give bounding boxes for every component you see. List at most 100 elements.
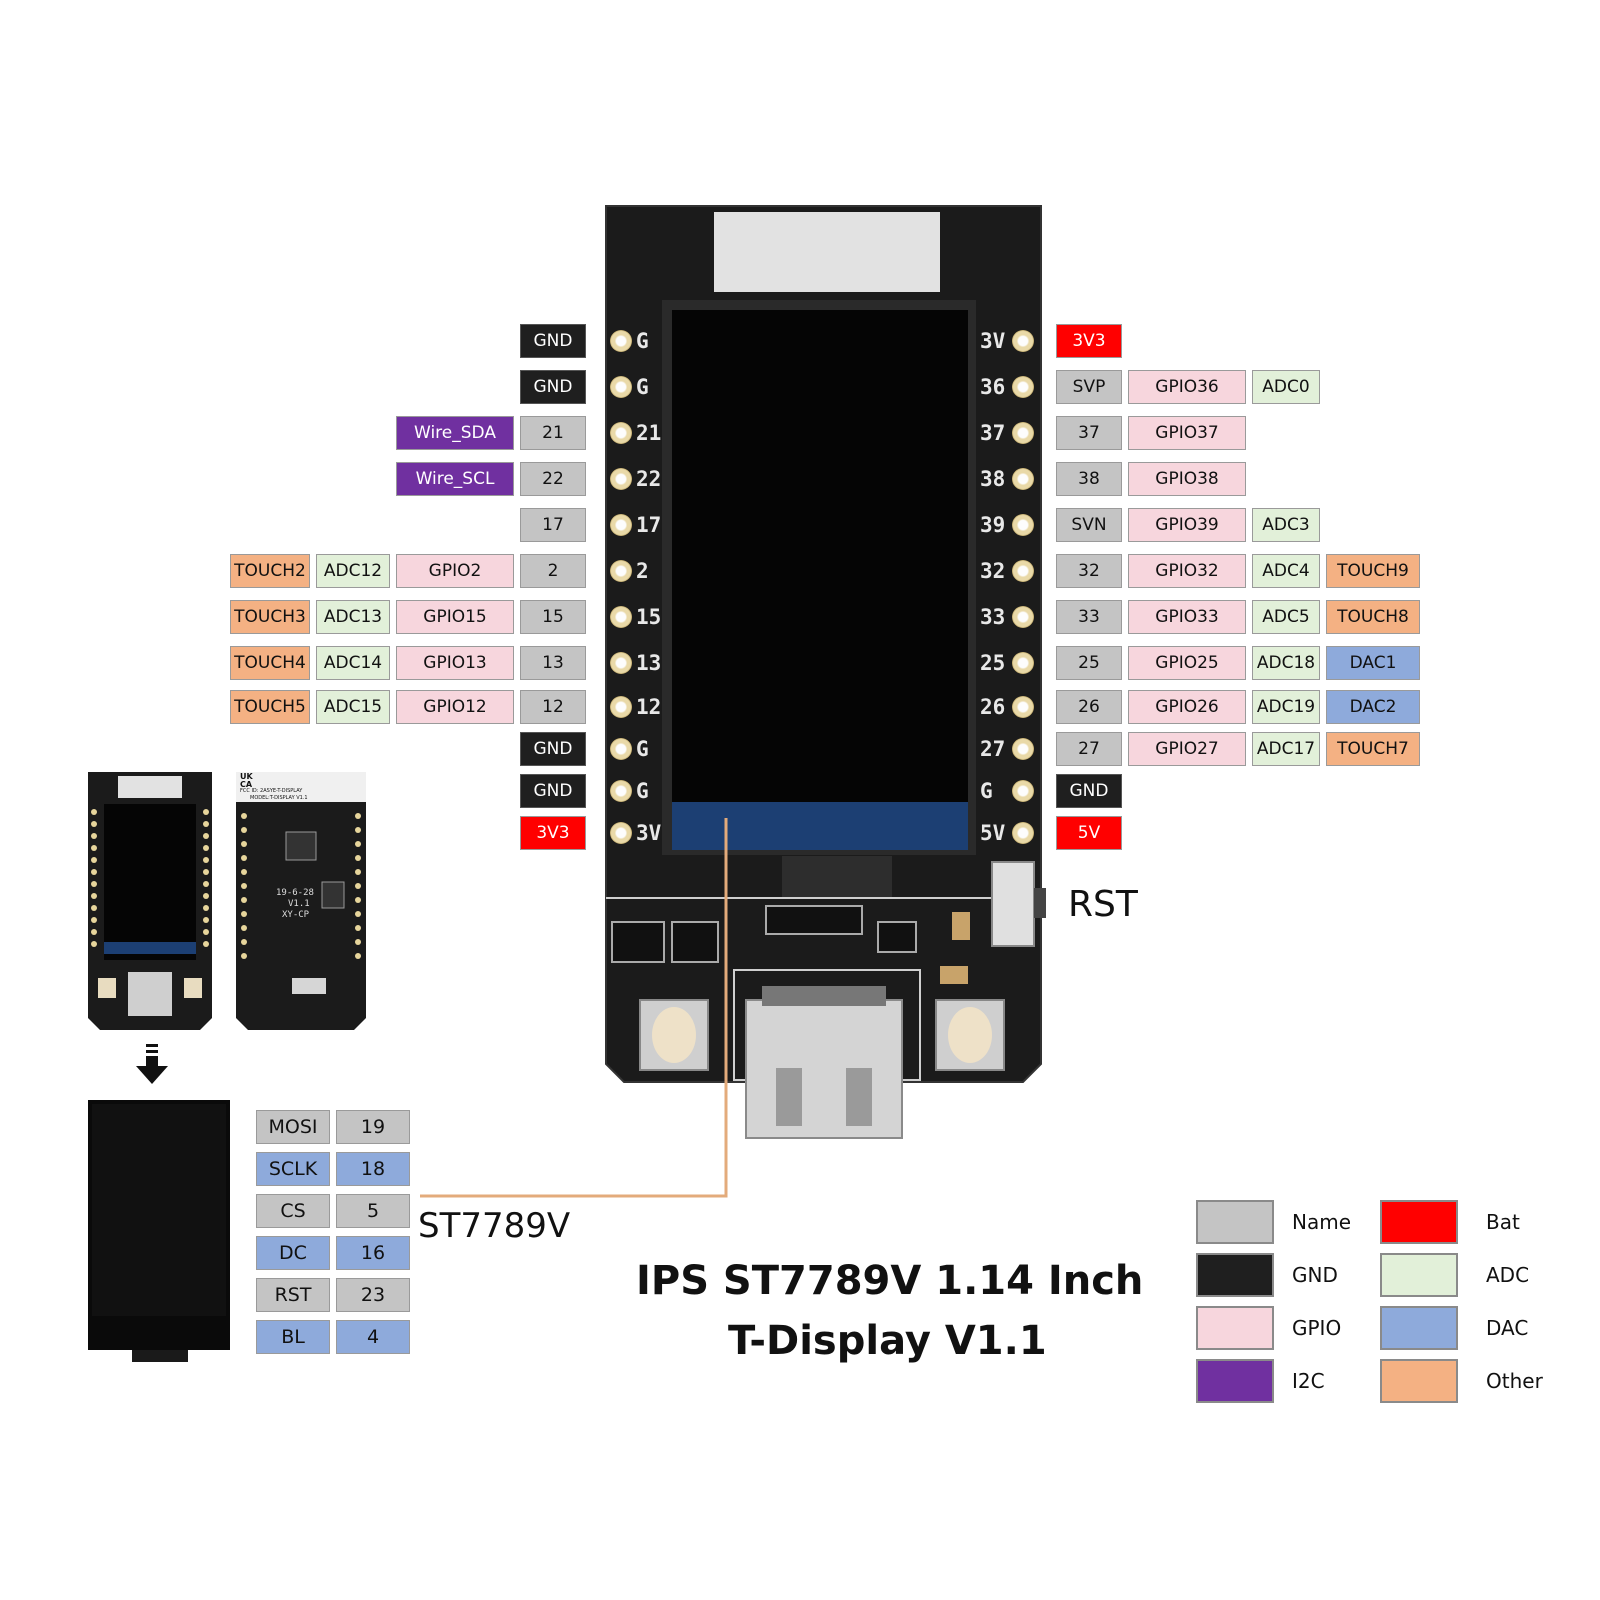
left-pin-silk-0: G: [636, 329, 649, 353]
right-pin-4-label-1: GPIO39: [1128, 508, 1246, 542]
right-pin-hole-10: [1012, 780, 1034, 802]
right-pin-silk-11: 5V: [980, 821, 1006, 845]
left-pin-7-label-3: TOUCH4: [230, 646, 310, 680]
legend-swatch-bat: [1380, 1200, 1458, 1244]
board-front-thumbnail: [88, 772, 212, 1030]
right-pin-9-label-3: TOUCH7: [1326, 732, 1420, 766]
legend-label-gpio: GPIO: [1292, 1316, 1342, 1340]
right-pin-silk-3: 38: [980, 467, 1006, 491]
right-pin-4-label-0: SVN: [1056, 508, 1122, 542]
right-pin-silk-0: 3V: [980, 329, 1006, 353]
right-pin-silk-5: 32: [980, 559, 1006, 583]
left-pin-silk-11: 3V: [636, 821, 662, 845]
left-pin-11-label-0: 3V3: [520, 816, 586, 850]
right-pin-10-label-0: GND: [1056, 774, 1122, 808]
lcd-chip-label: ST7789V: [418, 1206, 571, 1246]
right-pin-hole-9: [1012, 738, 1034, 760]
right-pin-8-label-1: GPIO26: [1128, 690, 1246, 724]
right-pin-hole-4: [1012, 514, 1034, 536]
legend-label-adc: ADC: [1486, 1263, 1530, 1287]
right-pin-5-label-0: 32: [1056, 554, 1122, 588]
left-pin-1-label-0: GND: [520, 370, 586, 404]
lcd-pin-name-0: MOSI: [256, 1110, 330, 1144]
left-pin-hole-10: [610, 780, 632, 802]
left-pin-5-label-0: 2: [520, 554, 586, 588]
lcd-pin-number-5: 4: [336, 1320, 410, 1354]
left-pin-8-label-1: GPIO12: [396, 690, 514, 724]
right-pin-9-label-0: 27: [1056, 732, 1122, 766]
back-date: 19-6-28: [276, 888, 314, 898]
left-pin-silk-9: G: [636, 737, 649, 761]
left-pin-6-label-3: TOUCH3: [230, 600, 310, 634]
left-pin-2-label-1: Wire_SDA: [396, 416, 514, 450]
title-line-1: IPS ST7789V 1.14 Inch: [636, 1258, 1144, 1304]
left-pin-hole-4: [610, 514, 632, 536]
left-pin-silk-10: G: [636, 779, 649, 803]
right-pin-hole-7: [1012, 652, 1034, 674]
left-pin-8-label-2: ADC15: [316, 690, 390, 724]
legend-swatch-i2c: [1196, 1359, 1274, 1403]
left-pin-hole-1: [610, 376, 632, 398]
board-back-thumbnail: UK CA FCC ID: 2ASYE-T-DISPLAY MODEL:T-DI…: [236, 772, 366, 1030]
right-pin-silk-1: 36: [980, 375, 1006, 399]
left-pin-hole-6: [610, 606, 632, 628]
legend-label-dac: DAC: [1486, 1316, 1529, 1340]
right-pin-hole-11: [1012, 822, 1034, 844]
left-pin-10-label-0: GND: [520, 774, 586, 808]
right-pin-1-label-1: GPIO36: [1128, 370, 1246, 404]
back-version: V1.1: [288, 899, 310, 909]
back-fcc: FCC ID: 2ASYE-T-DISPLAY: [240, 788, 303, 794]
right-pin-silk-7: 25: [980, 651, 1006, 675]
legend-label-other: Other: [1486, 1369, 1543, 1393]
lcd-pin-number-2: 5: [336, 1194, 410, 1228]
left-pin-hole-9: [610, 738, 632, 760]
left-pin-2-label-0: 21: [520, 416, 586, 450]
left-pin-3-label-1: Wire_SCL: [396, 462, 514, 496]
left-pin-5-label-3: TOUCH2: [230, 554, 310, 588]
left-pin-8-label-3: TOUCH5: [230, 690, 310, 724]
usb-c-port: [745, 999, 903, 1139]
right-pin-8-label-3: DAC2: [1326, 690, 1420, 724]
lcd-pin-number-0: 19: [336, 1110, 410, 1144]
right-pin-silk-9: 27: [980, 737, 1006, 761]
left-pin-6-label-1: GPIO15: [396, 600, 514, 634]
right-pin-hole-2: [1012, 422, 1034, 444]
right-pin-3-label-1: GPIO38: [1128, 462, 1246, 496]
antenna-area: [714, 212, 940, 292]
legend-label-gnd: GND: [1292, 1263, 1338, 1287]
left-pin-6-label-0: 15: [520, 600, 586, 634]
right-pin-8-label-2: ADC19: [1252, 690, 1320, 724]
left-pin-silk-6: 15: [636, 605, 662, 629]
back-marks: UK CA: [240, 772, 253, 789]
legend-swatch-dac: [1380, 1306, 1458, 1350]
left-pin-7-label-2: ADC14: [316, 646, 390, 680]
legend-label-bat: Bat: [1486, 1210, 1520, 1234]
legend-label-i2c: I2C: [1292, 1369, 1325, 1393]
right-pin-4-label-2: ADC3: [1252, 508, 1320, 542]
right-pin-silk-8: 26: [980, 695, 1006, 719]
right-pin-5-label-3: TOUCH9: [1326, 554, 1420, 588]
legend-swatch-other: [1380, 1359, 1458, 1403]
right-pin-11-label-0: 5V: [1056, 816, 1122, 850]
right-pin-silk-10: G: [980, 779, 993, 803]
left-pin-8-label-0: 12: [520, 690, 586, 724]
left-pin-3-label-0: 22: [520, 462, 586, 496]
right-pin-2-label-0: 37: [1056, 416, 1122, 450]
right-pin-5-label-1: GPIO32: [1128, 554, 1246, 588]
right-pin-hole-6: [1012, 606, 1034, 628]
right-pin-1-label-0: SVP: [1056, 370, 1122, 404]
right-pin-6-label-1: GPIO33: [1128, 600, 1246, 634]
left-pin-9-label-0: GND: [520, 732, 586, 766]
right-pin-silk-4: 39: [980, 513, 1006, 537]
left-pin-hole-2: [610, 422, 632, 444]
right-pin-9-label-2: ADC17: [1252, 732, 1320, 766]
back-model: MODEL:T-DISPLAY V1.1: [250, 795, 308, 801]
right-pin-6-label-2: ADC5: [1252, 600, 1320, 634]
legend-swatch-gnd: [1196, 1253, 1274, 1297]
left-pin-5-label-1: GPIO2: [396, 554, 514, 588]
right-pin-6-label-0: 33: [1056, 600, 1122, 634]
lcd-pin-name-5: BL: [256, 1320, 330, 1354]
right-pin-hole-0: [1012, 330, 1034, 352]
down-arrow-icon: [136, 1044, 168, 1084]
